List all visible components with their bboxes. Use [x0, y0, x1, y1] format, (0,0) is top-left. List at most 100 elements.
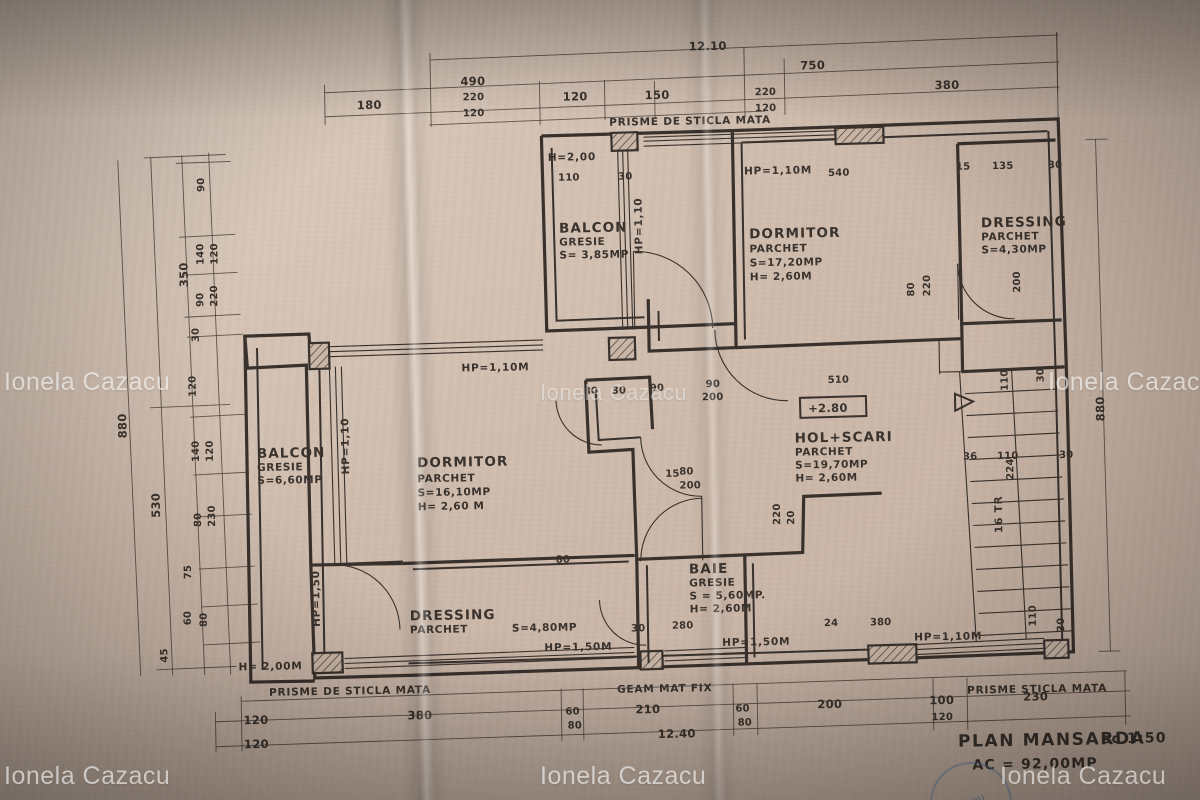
dim-left-a-6: 80 [193, 513, 204, 528]
inner-dimension-labels: 110 30 540 15 135 30 80 30 90 90 200 510… [556, 160, 1074, 635]
note-2: PRISME DE STICLA MATA [269, 684, 431, 699]
svg-text:BALCON: BALCON [559, 219, 628, 236]
room-label-balcon-top: BALCON GRESIE S= 3,85MP [559, 219, 629, 261]
svg-text:80: 80 [584, 386, 599, 397]
svg-text:120: 120 [244, 737, 269, 751]
outer-walls [243, 117, 1076, 684]
svg-text:110: 110 [1000, 369, 1011, 391]
svg-text:60: 60 [565, 706, 580, 717]
room-label-dressing-top: DRESSING PARCHET S=4,30MP [981, 214, 1067, 256]
plan-title: PLAN MANSARDA [958, 729, 1146, 752]
dim-left-a-1: 140 [195, 243, 206, 265]
svg-text:100: 100 [929, 693, 954, 707]
dim-top-b-3: 120 [755, 103, 777, 114]
svg-text:90: 90 [650, 383, 665, 394]
svg-text:280: 280 [672, 620, 694, 631]
svg-text:DRESSING: DRESSING [410, 607, 496, 624]
svg-text:HOL+SCARI: HOL+SCARI [795, 429, 893, 447]
svg-text:H= 2,60M: H= 2,60M [690, 602, 753, 615]
dim-left-a-0: 90 [196, 177, 207, 192]
svg-text:135: 135 [992, 161, 1014, 172]
dim-top-a-4: 750 [800, 58, 825, 72]
sill-h1: H=2,00 [548, 151, 596, 164]
sill-h8: HP=1,10M [914, 630, 982, 643]
interior-partitions-thin [412, 392, 756, 664]
svg-text:510: 510 [828, 375, 850, 386]
svg-text:PARCHET: PARCHET [417, 472, 475, 485]
left-dimension-labels: 880 530 350 90 140 90 30 120 140 80 75 6… [115, 177, 220, 663]
svg-text:15: 15 [956, 162, 971, 173]
dim-left-a-9: 45 [159, 648, 170, 663]
svg-text:220: 220 [922, 275, 933, 297]
plan-scale: sc 1:50 [1102, 730, 1167, 747]
right-dimension-line [1085, 138, 1121, 652]
svg-text:80: 80 [556, 555, 571, 566]
svg-text:200: 200 [817, 697, 842, 711]
room-label-dressing-bot: DRESSING PARCHET S=4,80MP [410, 607, 578, 636]
window-openings [328, 130, 1045, 670]
stamp-text: A COU [956, 792, 986, 800]
svg-text:GRESIE: GRESIE [257, 461, 303, 474]
svg-text:20: 20 [786, 510, 797, 525]
dim-left-b-3: 230 [207, 505, 218, 527]
svg-text:S=16,10MP: S=16,10MP [417, 486, 490, 499]
dim-left-b-2: 120 [205, 440, 216, 462]
staircase [938, 339, 1073, 642]
svg-text:PARCHET: PARCHET [981, 230, 1039, 243]
inner-wall-lines [256, 130, 1064, 670]
dim-top-a-0: 180 [357, 98, 382, 112]
svg-text:110: 110 [558, 172, 580, 183]
dim-top-a-3: 150 [645, 88, 670, 102]
sill-h2: HP=1,10M [744, 164, 812, 177]
svg-text:230: 230 [1023, 689, 1048, 703]
svg-text:15: 15 [665, 469, 680, 480]
dim-bottom-overall: 12.40 [658, 726, 696, 741]
svg-text:S=19,70MP: S=19,70MP [795, 458, 868, 471]
left-dimension-lines [117, 152, 261, 677]
svg-text:80: 80 [568, 720, 583, 731]
svg-text:80: 80 [679, 466, 694, 477]
svg-text:30: 30 [1048, 160, 1063, 171]
plan-area: AC = 92,00MP [972, 755, 1098, 773]
svg-text:110: 110 [1028, 605, 1039, 627]
sill-h7: HP=1,50M [722, 636, 790, 649]
sill-height-labels: H=2,00 HP=1,10M HP=1,10M HP=1,10 HP=1,10… [239, 151, 983, 673]
svg-text:80: 80 [738, 717, 753, 728]
note-5-stair-count: 16 TR [993, 495, 1006, 533]
svg-text:110: 110 [997, 451, 1019, 462]
svg-text:120: 120 [932, 712, 954, 723]
svg-text:30: 30 [1056, 618, 1067, 633]
dim-left-b-0: 120 [209, 243, 220, 265]
title-block: PLAN MANSARDA sc 1:50 AC = 92,00MP [958, 729, 1167, 774]
dim-left-overall-1: 530 [149, 493, 163, 518]
note-3: GEAM MAT FIX [617, 682, 713, 696]
dim-left-overall-0: 880 [115, 413, 129, 438]
svg-text:DORMITOR: DORMITOR [749, 225, 841, 243]
annotation-notes: PRISME DE STICLA MATA PRISME DE STICLA M… [269, 114, 1107, 699]
svg-text:S=4,80MP: S=4,80MP [512, 621, 577, 634]
bottom-dimension-labels: 120 120 380 60 80 210 60 80 200 100 120 … [243, 689, 1048, 751]
note-1: PRISME DE STICLA MATA [609, 114, 771, 129]
room-label-baie: BAIE GRESIE S = 5,60MP. H= 2,60M [689, 561, 766, 616]
svg-text:220: 220 [772, 503, 783, 525]
dim-left-b-1: 220 [209, 285, 220, 307]
dim-left-a-3: 30 [191, 328, 202, 343]
dim-left-a-4: 120 [188, 376, 199, 398]
wall-hatch-blocks [307, 125, 1070, 675]
sill-h6: HP=1,50M [544, 641, 612, 654]
svg-text:210: 210 [635, 702, 660, 716]
svg-text:120: 120 [243, 713, 268, 727]
sill-h4: HP=1,10 [632, 197, 645, 254]
svg-text:BAIE: BAIE [689, 561, 729, 578]
svg-text:24: 24 [824, 618, 839, 629]
svg-text:30: 30 [1036, 368, 1047, 383]
dim-top-a-2: 120 [563, 89, 588, 103]
svg-text:36: 36 [963, 451, 978, 462]
svg-text:30: 30 [1059, 450, 1074, 461]
room-label-balcon-left: BALCON GRESIE S=6,60MP [257, 445, 326, 487]
level-marker: +2.80 [798, 394, 868, 419]
dim-right-overall: 880 [1093, 396, 1107, 421]
stair-direction-arrow [953, 392, 976, 413]
dim-top-a-5: 380 [934, 78, 959, 92]
